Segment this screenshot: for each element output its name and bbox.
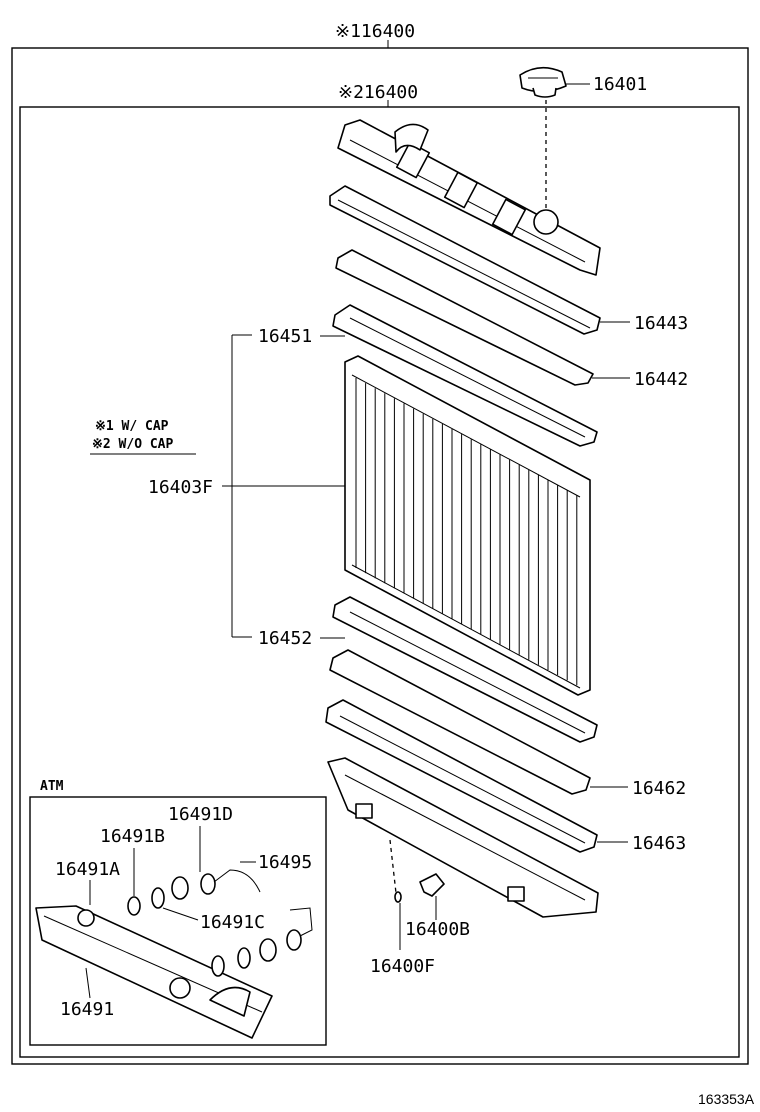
label-lower-gasket: 16462 (632, 778, 686, 799)
label-assembly-without-cap: ※216400 (338, 82, 418, 103)
upper-radiator-tank (337, 119, 601, 276)
label-drain-cock: 16400B (405, 919, 470, 940)
oil-cooler (35, 905, 273, 1039)
atm-inset-title: ATM (40, 779, 64, 794)
label-assembly-with-cap: ※116400 (335, 21, 415, 42)
label-lower-tank: 16463 (632, 833, 686, 854)
label-upper-tank: 16443 (634, 313, 688, 334)
lower-gasket (329, 649, 591, 795)
upper-seal-plate (332, 304, 598, 447)
drain-plug (394, 891, 402, 903)
atm-fittings (127, 869, 313, 977)
label-atm-16491c: 16491C (200, 912, 265, 933)
label-atm-16491a: 16491A (55, 859, 120, 880)
legend-note-without-cap: ※2 W/O CAP (92, 437, 174, 452)
assembly-frame-with-cap (11, 47, 749, 1065)
lower-seal-plate (332, 596, 598, 743)
radiator-cap (519, 66, 567, 98)
label-upper-gasket: 16442 (634, 369, 688, 390)
figure-code: 163353A (698, 1091, 755, 1107)
radiator-core (344, 355, 591, 696)
label-atm-16491d: 16491D (168, 804, 233, 825)
label-core: 16403F (148, 477, 213, 498)
label-upper-seal: 16451 (258, 326, 312, 347)
atm-inset-frame (29, 796, 327, 1046)
upper-gasket (335, 249, 594, 386)
label-atm-16495: 16495 (258, 852, 312, 873)
label-lower-seal: 16452 (258, 628, 312, 649)
lower-radiator-tank (327, 757, 599, 918)
label-radiator-cap: 16401 (593, 74, 647, 95)
legend-note-with-cap: ※1 W/ CAP (95, 419, 169, 434)
drain-cock (419, 873, 445, 920)
label-oil-cooler: 16491 (60, 999, 114, 1020)
label-drain-plug: 16400F (370, 956, 435, 977)
label-atm-16491b: 16491B (100, 826, 165, 847)
lower-tank-frame (325, 699, 598, 853)
upper-tank-frame (329, 185, 601, 335)
assembly-frame-without-cap (19, 106, 740, 1058)
